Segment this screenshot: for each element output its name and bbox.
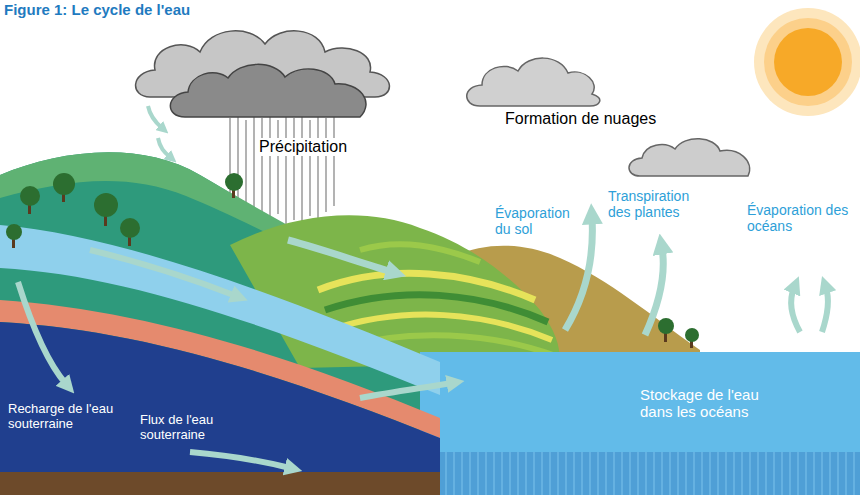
tree-crown <box>6 224 22 240</box>
tree-crown <box>94 193 118 217</box>
field-stripe <box>360 244 480 262</box>
transpiration-arrow <box>645 248 663 335</box>
groundwater-flow-arrow <box>190 452 290 468</box>
bedrock <box>0 472 440 495</box>
process-label: Évaporation des océans <box>747 202 855 234</box>
evaporation-arrow <box>565 218 592 330</box>
tree-crown <box>120 218 140 238</box>
region-label: Flux de l'eau souterraine <box>140 413 232 443</box>
cloud <box>629 139 750 176</box>
flow-arrow <box>158 138 170 157</box>
rain-cloud-front <box>170 64 366 117</box>
process-label: Formation de nuages <box>505 110 656 128</box>
groundwater-layer <box>0 322 440 478</box>
process-label: Transpiration des plantes <box>608 188 704 220</box>
region-label: Stockage de l'eau dans les océans <box>640 386 778 421</box>
cloud <box>467 58 600 106</box>
groundwater-flow-arrow <box>360 383 452 398</box>
sun-halo <box>754 8 860 116</box>
sun-ring <box>764 18 852 106</box>
recharge-arrow <box>18 282 66 384</box>
process-label: Évaporation du sol <box>495 205 583 237</box>
evaporation-arrow <box>791 288 800 332</box>
trees <box>6 173 699 348</box>
figure-title: Figure 1: Le cycle de l'eau <box>4 1 190 18</box>
sun <box>774 28 842 96</box>
process-label: Précipitation <box>256 138 350 156</box>
region-label: Recharge de l'eau souterraine <box>8 402 122 432</box>
evaporation-arrow <box>822 288 828 332</box>
tree-crown <box>20 186 40 206</box>
recharge-arrow <box>90 250 236 296</box>
flow-arrow <box>148 106 162 128</box>
field-stripe <box>325 295 548 322</box>
tree-crown <box>53 173 75 195</box>
ocean <box>420 352 860 495</box>
tree-crown <box>658 318 674 334</box>
runoff-arrow <box>288 240 392 272</box>
ocean-floor <box>440 452 860 495</box>
ocean-floor-lines <box>446 452 854 495</box>
tree-crown <box>685 328 699 342</box>
tree-crown <box>225 173 243 191</box>
